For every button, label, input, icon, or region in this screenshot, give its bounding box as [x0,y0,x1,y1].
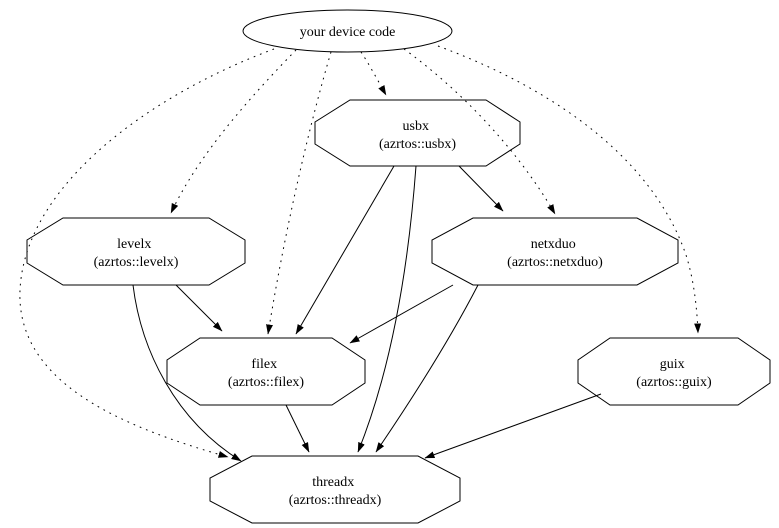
threadx-octagon [209,455,461,524]
guix-octagon [577,337,771,406]
guix-label: guix (azrtos::guix) [636,357,712,390]
netxduo-octagon [431,217,679,286]
levelx-octagon [26,217,246,286]
node-levelx: levelx (azrtos::levelx) [26,217,246,286]
node-device-code: your device code [242,9,453,53]
edge-levelx-threadx [132,284,242,462]
edge-device-usbx [360,51,387,96]
node-netxduo: netxduo (azrtos::netxduo) [431,217,679,286]
netxduo-name: netxduo [531,237,576,252]
filex-package: (azrtos::filex) [228,375,305,390]
node-guix: guix (azrtos::guix) [577,337,771,406]
edge-filex-threadx [285,404,310,453]
edge-guix-threadx [424,393,602,459]
node-threadx: threadx (azrtos::threadx) [209,455,461,524]
edge-device-threadx [19,48,275,458]
edge-netxduo-threadx [375,284,479,453]
edge-device-levelx [170,49,297,214]
edge-netxduo-filex [349,284,454,344]
filex-name: filex [251,357,277,372]
node-filex: filex (azrtos::filex) [166,337,366,406]
threadx-label: threadx (azrtos::threadx) [289,475,382,508]
netxduo-label: netxduo (azrtos::netxduo) [507,237,603,270]
guix-name: guix [660,357,685,372]
edge-usbx-filex [295,165,395,335]
edge-device-filex [266,51,332,335]
levelx-name: levelx [117,237,151,252]
filex-label: filex (azrtos::filex) [228,357,305,390]
edge-usbx-threadx [357,165,417,453]
threadx-package: (azrtos::threadx) [289,493,382,508]
edge-usbx-netxduo [458,165,504,212]
edge-levelx-filex [175,284,223,332]
device-code-ellipse [242,9,453,53]
edge-device-guix [437,45,702,334]
device-code-label: your device code [300,25,396,40]
guix-package: (azrtos::guix) [636,375,712,390]
usbx-label: usbx (azrtos::usbx) [379,119,456,152]
levelx-package: (azrtos::levelx) [94,255,179,270]
filex-octagon [166,337,366,406]
usbx-package: (azrtos::usbx) [379,137,456,152]
levelx-label: levelx (azrtos::levelx) [94,237,179,270]
node-usbx: usbx (azrtos::usbx) [314,99,521,167]
edges [19,45,702,462]
threadx-name: threadx [312,475,354,490]
usbx-name: usbx [403,119,429,134]
usbx-octagon [314,99,521,167]
netxduo-package: (azrtos::netxduo) [507,255,603,270]
